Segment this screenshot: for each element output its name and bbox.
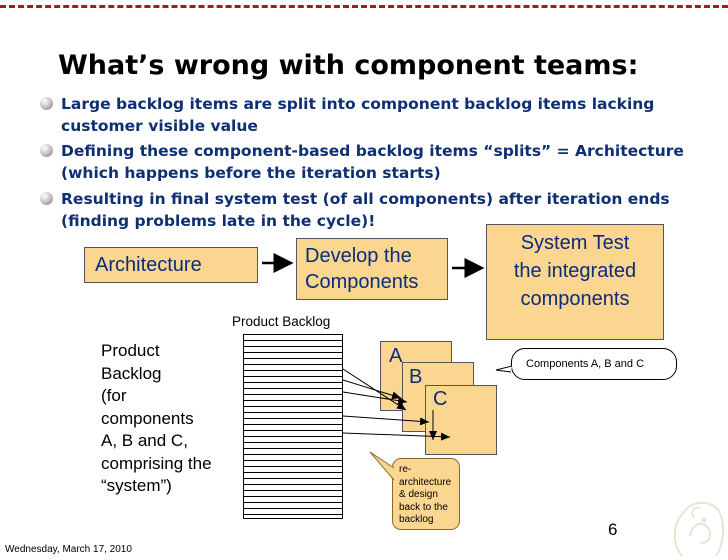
callout-pointer: [369, 451, 395, 481]
elephant-logo-icon: [673, 501, 724, 557]
component-c-box: C: [425, 385, 497, 455]
rearchitecture-callout: re- architecture & design back to the ba…: [392, 458, 460, 530]
description-line: Backlog: [101, 363, 162, 383]
develop-components-box: Develop the Components: [296, 238, 448, 300]
bullet-icon: [40, 97, 53, 110]
product-backlog-description: Product Backlog (for components A, B and…: [101, 340, 251, 498]
description-line: (for: [101, 386, 127, 405]
callout-line: back to the: [399, 501, 448, 513]
top-dashed-rule: [0, 5, 728, 8]
system-test-line-1: System Test: [520, 232, 630, 254]
callout-line: architecture: [399, 476, 452, 488]
system-test-line-3: components: [520, 288, 630, 310]
system-test-line-2: the integrated: [513, 260, 637, 282]
callout-line: re-: [399, 464, 412, 475]
bullet-icon: [40, 144, 53, 157]
footer-date: Wednesday, March 17, 2010: [5, 544, 132, 555]
callout-line: backlog: [399, 514, 434, 525]
arrow-backlog-to-c: [342, 432, 451, 441]
bullet-icon: [40, 192, 53, 205]
architecture-box: Architecture: [84, 247, 258, 283]
callout-line: & design: [399, 489, 438, 500]
develop-line-1: Develop the: [305, 245, 412, 267]
arrow-backlog-to-b: [342, 391, 408, 405]
product-backlog-label: Product Backlog: [232, 314, 331, 329]
page-number: 6: [608, 520, 618, 539]
arrow-backlog-to-b: [342, 415, 430, 426]
slide-title: What’s wrong with component teams:: [58, 50, 639, 81]
description-line: A, B and C,: [101, 431, 188, 450]
description-line: components: [101, 408, 194, 428]
develop-line-2: Components: [305, 271, 419, 293]
components-callout: Components A, B and C: [511, 348, 677, 380]
callout-pointer: [495, 365, 513, 373]
bullet-text: Large backlog items are split into compo…: [61, 95, 655, 135]
bullet-text: Defining these component-based backlog i…: [61, 142, 684, 182]
description-line: comprising the: [101, 453, 212, 473]
bullet-text: Resulting in final system test (of all c…: [61, 190, 670, 230]
description-line: Product: [101, 341, 160, 360]
arrow-backlog-to-a: [342, 379, 402, 400]
product-backlog-stack: [243, 334, 343, 519]
description-line: “system”): [101, 476, 172, 495]
system-test-box: System Test the integrated components: [486, 224, 664, 340]
